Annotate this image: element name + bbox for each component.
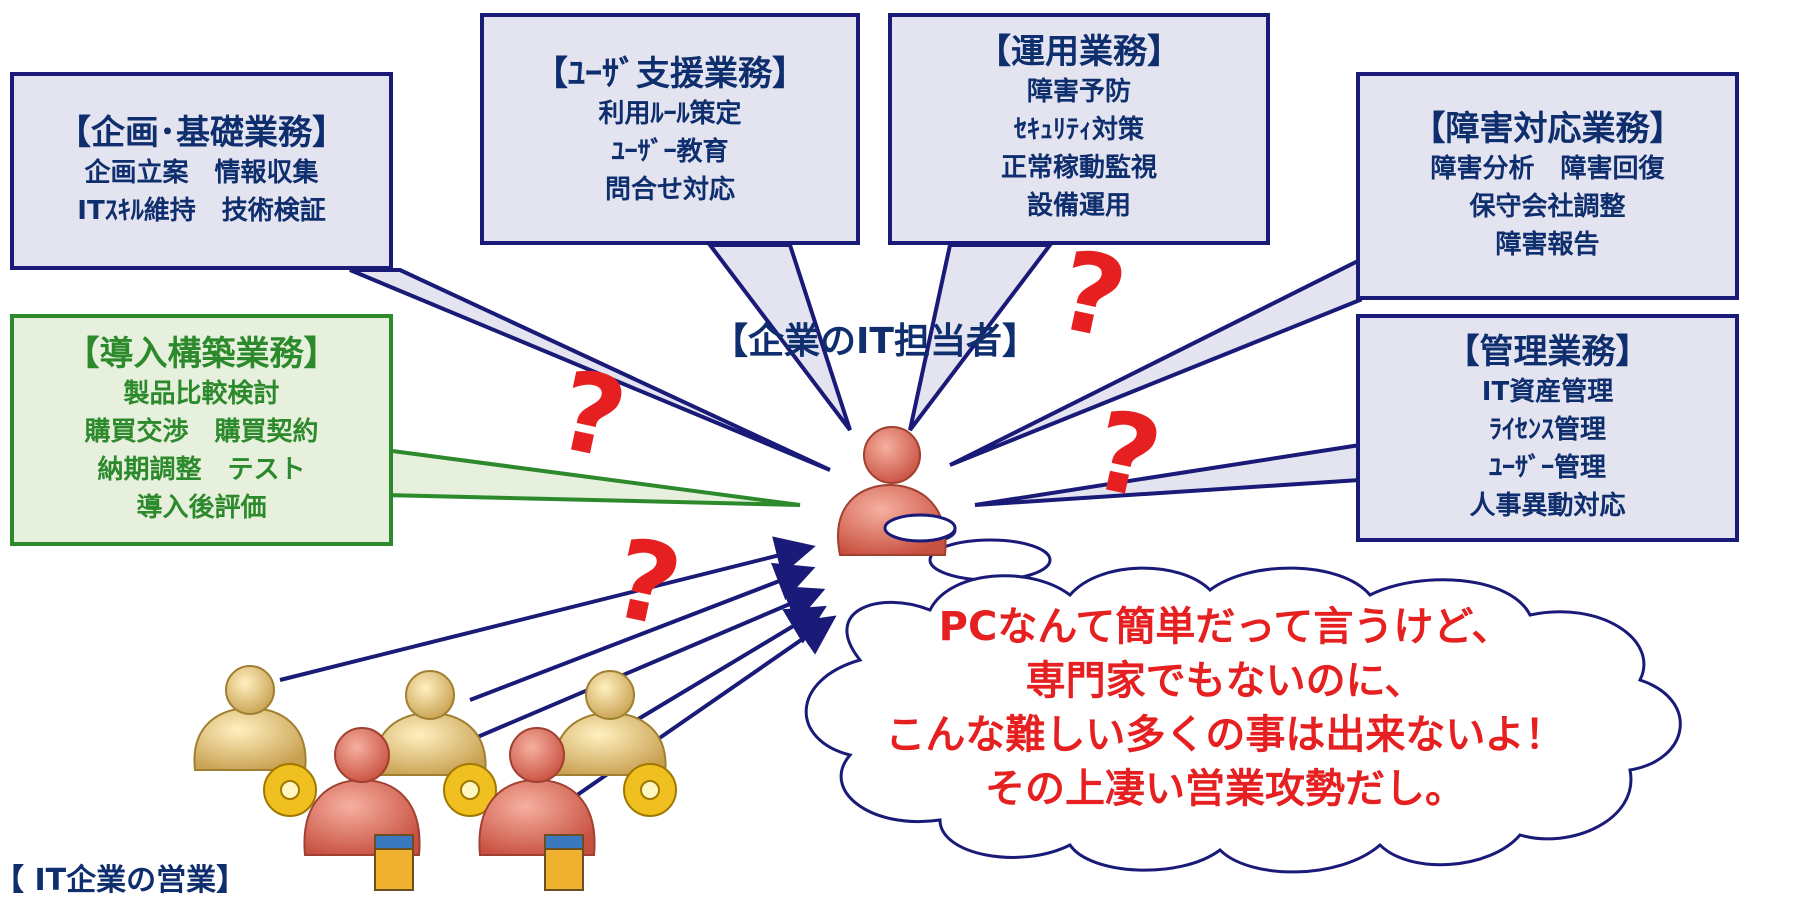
tail-management — [974, 442, 1362, 507]
it-staff-person-icon — [837, 426, 957, 556]
thought-line: PCなんて簡単だって言うけど、 — [938, 604, 1512, 650]
box-planning-title: 【企画･基礎業務】 — [57, 113, 346, 153]
arrow-2 — [469, 562, 816, 702]
box-failure-line: 障害報告 — [1495, 230, 1600, 260]
sales-label: 【 IT企業の営業】 — [0, 863, 247, 898]
box-user-support-line: 利用ﾙｰﾙ策定 — [598, 99, 742, 129]
box-user-support-line: 問合せ対応 — [604, 175, 735, 205]
box-operation: 【運用業務】 障害予防 ｾｷｭﾘﾃｨ対策 正常稼動監視 設備運用 — [888, 13, 1270, 245]
box-failure-line: 障害分析 障害回復 — [1430, 154, 1665, 184]
thought-text: PCなんて簡単だって言うけど、 専門家でもないのに、 こんな難しい多くの事は出来… — [780, 600, 1670, 816]
box-introduction-line: 購買交渉 購買契約 — [84, 417, 319, 447]
box-introduction: 【導入構築業務】 製品比較検討 購買交渉 購買契約 納期調整 テスト 導入後評価 — [10, 314, 393, 546]
toolbox-icon — [374, 834, 584, 891]
tan-person-3 — [553, 670, 667, 776]
box-management-line: ﾗｲｾﾝｽ管理 — [1488, 415, 1606, 445]
box-operation-line: 設備運用 — [1026, 191, 1131, 221]
sales-people-icon — [193, 665, 677, 891]
tail-operation — [908, 243, 1055, 432]
box-operation-line: 障害予防 — [1026, 77, 1131, 107]
box-planning-line: ITｽｷﾙ維持 技術検証 — [77, 196, 326, 226]
thought-line: その上凄い営業攻勢だし。 — [985, 766, 1465, 812]
box-management-line: ﾕｰｻﾞｰ管理 — [1488, 453, 1606, 483]
box-user-support-line: ﾕｰｻﾞｰ教育 — [611, 137, 729, 167]
arrow-4 — [618, 605, 827, 732]
box-failure-line: 保守会社調整 — [1469, 192, 1626, 222]
box-operation-line: 正常稼動監視 — [1000, 153, 1157, 183]
callout-tails — [349, 243, 1362, 507]
box-failure-title: 【障害対応業務】 — [1411, 109, 1684, 149]
gear-icon — [263, 763, 677, 817]
tan-person-2 — [373, 670, 487, 776]
arrow-1 — [279, 536, 816, 682]
box-introduction-title: 【導入構築業務】 — [65, 334, 338, 374]
thought-line: こんな難しい多くの事は出来ないよ！ — [885, 712, 1565, 758]
box-management: 【管理業務】 IT資産管理 ﾗｲｾﾝｽ管理 ﾕｰｻﾞｰ管理 人事異動対応 — [1356, 314, 1739, 542]
box-management-line: 人事異動対応 — [1469, 491, 1626, 521]
box-user-support: 【ﾕｰｻﾞ支援業務】 利用ﾙｰﾙ策定 ﾕｰｻﾞｰ教育 問合せ対応 — [480, 13, 860, 245]
box-planning: 【企画･基礎業務】 企画立案 情報収集 ITｽｷﾙ維持 技術検証 — [10, 72, 393, 270]
box-operation-title: 【運用業務】 — [977, 32, 1181, 72]
tan-person-1 — [193, 665, 307, 771]
thought-line: 専門家でもないのに、 — [1025, 658, 1425, 704]
center-label: 【企業のIT担当者】 — [712, 321, 1038, 362]
box-introduction-line: 納期調整 テスト — [97, 455, 306, 485]
tail-planning — [349, 268, 831, 472]
box-user-support-title: 【ﾕｰｻﾞ支援業務】 — [534, 54, 806, 94]
box-operation-line: ｾｷｭﾘﾃｨ対策 — [1013, 115, 1144, 145]
box-planning-line: 企画立案 情報収集 — [84, 158, 319, 188]
box-management-title: 【管理業務】 — [1445, 332, 1650, 372]
tail-user-support — [705, 243, 852, 432]
box-introduction-line: 導入後評価 — [136, 493, 267, 523]
box-management-line: IT資産管理 — [1481, 377, 1614, 407]
box-introduction-line: 製品比較検討 — [123, 379, 280, 409]
box-failure: 【障害対応業務】 障害分析 障害回復 保守会社調整 障害報告 — [1356, 72, 1739, 300]
